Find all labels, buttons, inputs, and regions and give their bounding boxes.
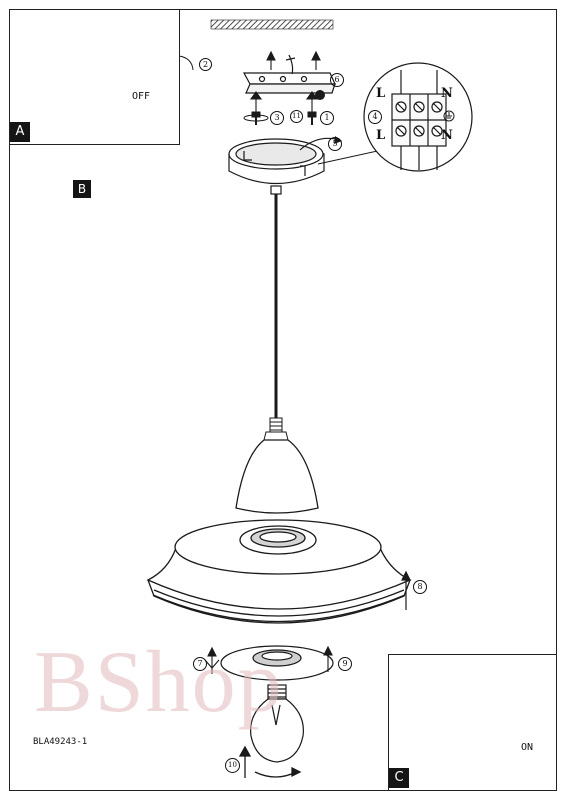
- panel-c: [388, 654, 557, 791]
- canopy: [229, 139, 324, 194]
- terminal-live-bottom-label: L: [376, 128, 385, 143]
- lamp-shade: [148, 520, 410, 623]
- step-8-marker: 8: [413, 580, 427, 594]
- terminal-neutral-top-label: N: [441, 86, 453, 101]
- cord-grip: [264, 418, 288, 440]
- mounting-bracket: [244, 55, 335, 93]
- panel-a-badge: A: [10, 122, 30, 142]
- step-10-marker: 10: [225, 758, 240, 773]
- panel-b-badge: B: [73, 180, 91, 198]
- switch-off-label: OFF: [132, 91, 150, 102]
- nut-icon: [315, 90, 325, 100]
- lamp-dome: [236, 440, 318, 513]
- step-11-marker: 11: [290, 110, 303, 123]
- step-6-marker: 6: [330, 73, 344, 87]
- step-4-marker: 4: [368, 110, 382, 124]
- step-2-marker: 2: [199, 58, 212, 71]
- terminal-live-top-label: L: [376, 86, 385, 101]
- hatched-ceiling-icon: [211, 20, 333, 29]
- panel-c-badge: C: [389, 768, 409, 788]
- switch-on-label: ON: [521, 742, 533, 753]
- step-5-marker: 5: [328, 137, 342, 151]
- terminal-neutral-bottom-label: N: [441, 128, 453, 143]
- model-code: BLA49243-1: [33, 737, 87, 747]
- watermark: BShop: [34, 632, 284, 733]
- detail-leader: [318, 150, 382, 164]
- step-3-marker: 3: [270, 111, 284, 125]
- panel-a: [9, 9, 180, 145]
- step-1-marker: 1: [320, 111, 334, 125]
- step-9-marker: 9: [338, 657, 352, 671]
